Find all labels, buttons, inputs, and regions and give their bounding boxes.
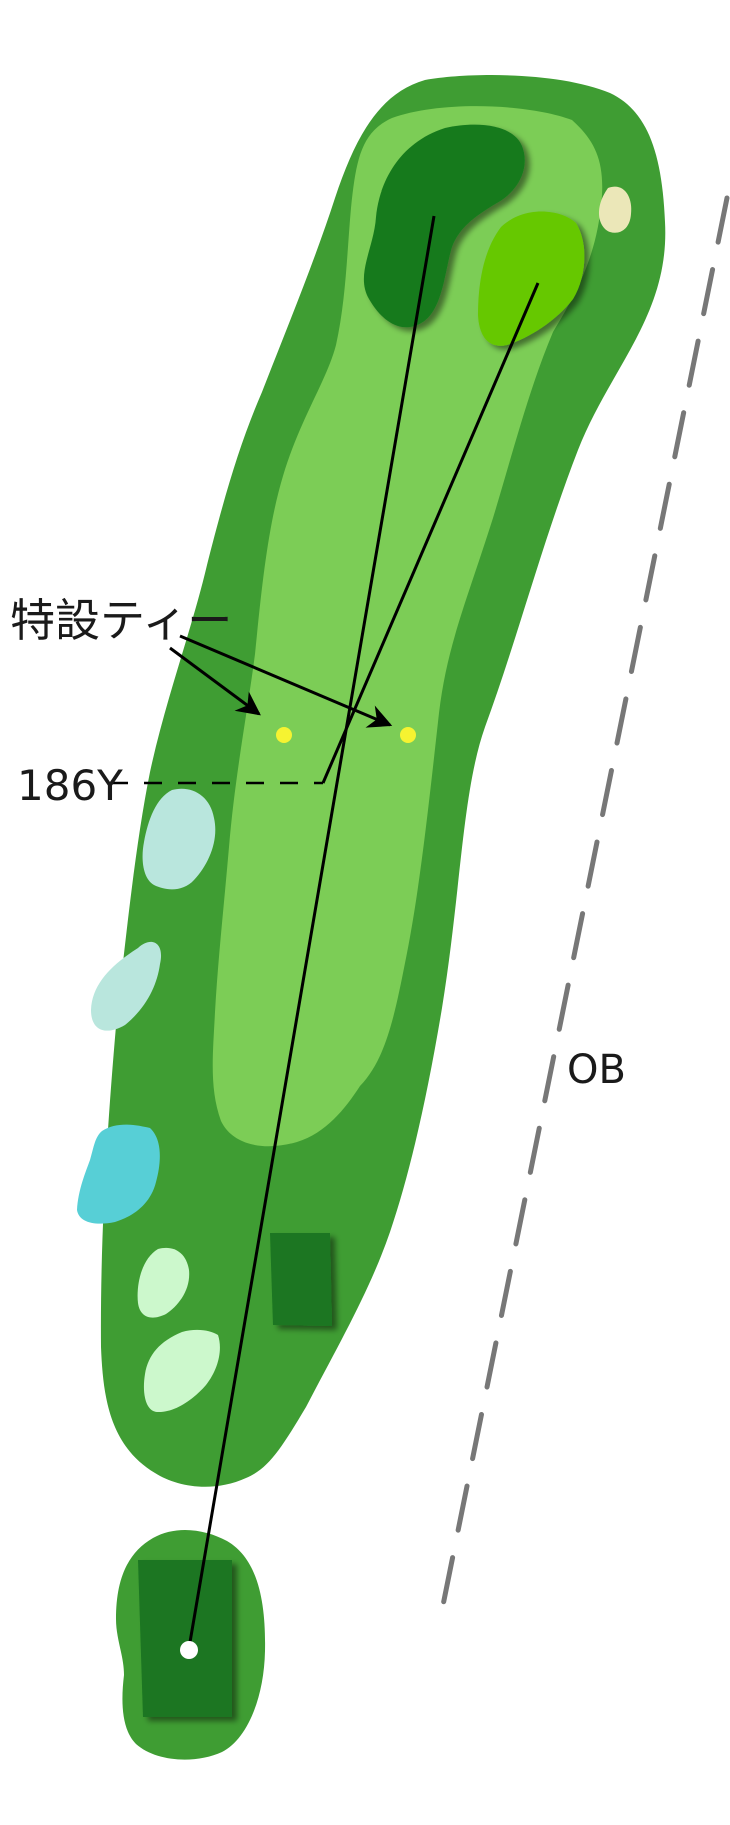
light-bunker-2 — [143, 1329, 220, 1413]
light-bunker-1 — [137, 1247, 190, 1318]
fairway — [212, 106, 603, 1147]
tee-marker — [180, 1641, 198, 1659]
ob-dashed-line — [437, 195, 730, 1623]
distance-label: 186Y — [17, 761, 123, 810]
route-line-second-green — [321, 282, 540, 784]
special-tee-marker-right — [400, 727, 416, 743]
pale-bunker-1 — [142, 788, 216, 890]
special-tee-arrow-left — [169, 646, 261, 716]
special-tee-label: 特設ティー — [10, 594, 233, 647]
second-green — [478, 211, 585, 346]
route-line-main-green — [187, 215, 436, 1649]
special-tee-marker-left — [276, 727, 292, 743]
tee-box — [138, 1560, 232, 1717]
water-hazard — [77, 1124, 160, 1224]
main-green — [363, 124, 525, 328]
special-tee-arrow-right — [179, 634, 393, 728]
fairway-tee-box — [270, 1233, 332, 1326]
ob-label: OB — [567, 1047, 626, 1093]
pale-bunker-2 — [91, 941, 162, 1031]
sand-bunker — [599, 186, 632, 233]
